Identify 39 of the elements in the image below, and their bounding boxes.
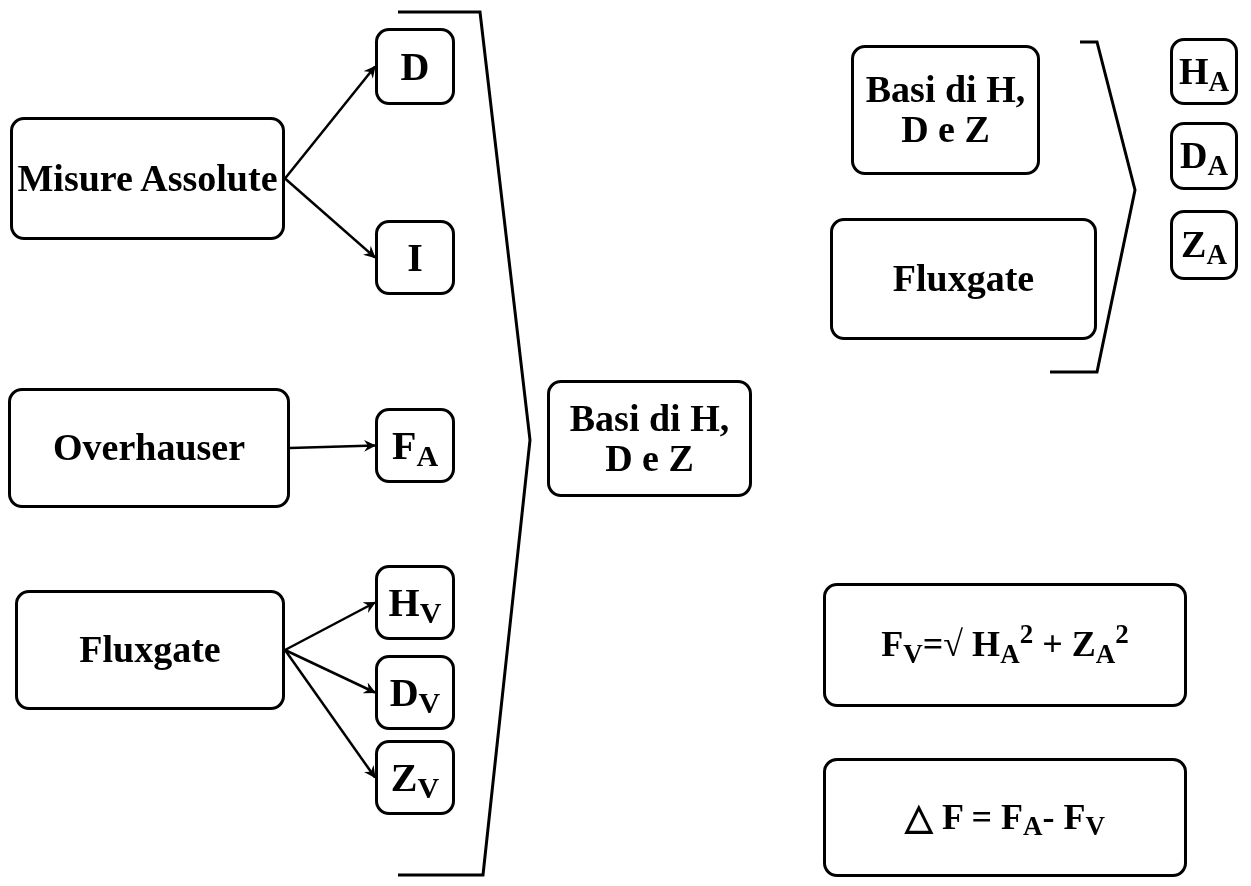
node-label: H$_{A}$: [1177, 51, 1231, 92]
rounded-box: [1170, 122, 1238, 190]
node-label: D: [399, 45, 431, 88]
rounded-box: [375, 655, 455, 730]
rounded-box: [375, 220, 455, 295]
rounded-box: [547, 380, 752, 497]
arrow: [289, 439, 376, 452]
rounded-box: [10, 117, 285, 240]
rounded-box: [830, 218, 1097, 340]
node-label: D$_{V}$: [388, 671, 442, 714]
node-label: Overhauser: [51, 428, 247, 468]
rounded-box: [375, 565, 455, 640]
node-label: Misure Assolute: [16, 158, 279, 199]
rounded-box: [375, 28, 455, 105]
node-label: Z$_{A}$: [1180, 225, 1228, 265]
rounded-box: [1170, 210, 1238, 280]
arrow: [283, 649, 377, 779]
rounded-box: [823, 758, 1187, 877]
node-label: Fluxgate: [891, 259, 1036, 299]
node-label: Basi di H, D e Z: [568, 398, 731, 479]
node-label: Z$_{V}$: [389, 756, 441, 799]
rounded-box: [8, 388, 290, 508]
node-label: △ F = F$_{A}$- F$_{V}$: [903, 798, 1107, 837]
node-label: F$_{A}$: [390, 424, 440, 467]
arrow: [284, 177, 376, 259]
arrow: [284, 601, 376, 652]
node-label: I: [406, 236, 424, 279]
node-label: D$_{A}$: [1178, 136, 1229, 176]
rounded-box: [1170, 38, 1238, 105]
arrow: [284, 65, 376, 180]
rounded-box: [375, 408, 455, 483]
arrow: [284, 648, 376, 694]
node-label: Fluxgate: [78, 630, 222, 670]
rounded-box: [851, 45, 1040, 175]
rounded-box: [375, 740, 455, 815]
rounded-box: [823, 583, 1187, 707]
rounded-box: [15, 590, 285, 710]
node-label: Basi di H, D e Z: [864, 70, 1027, 150]
node-label: H$_{V}$: [387, 581, 443, 624]
